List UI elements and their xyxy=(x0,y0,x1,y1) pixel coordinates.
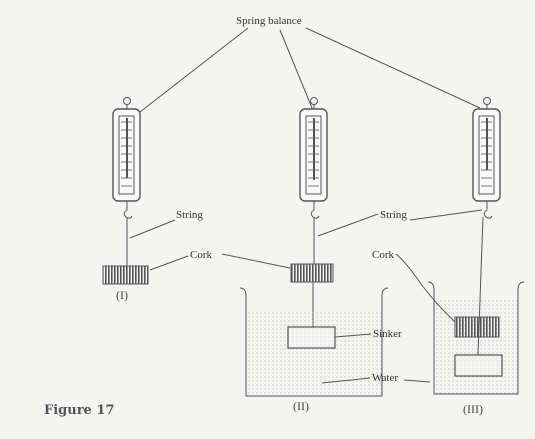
sinker-2 xyxy=(287,326,336,349)
beaker-3 xyxy=(427,281,525,395)
sinker-3 xyxy=(454,354,503,377)
figure-caption: Figure 17 xyxy=(44,403,114,418)
label-spring-balance: Spring balance xyxy=(236,15,302,27)
label-setup-3: (III) xyxy=(463,402,483,416)
spring-balance-leaders xyxy=(139,27,481,113)
label-string-1: String xyxy=(176,209,203,221)
cork-3 xyxy=(454,316,500,338)
setup-1: (I) xyxy=(102,97,149,302)
beaker-2 xyxy=(239,287,389,397)
label-cork-2: Cork xyxy=(372,249,395,261)
spring-balance-3 xyxy=(472,97,501,219)
label-setup-2: (II) xyxy=(293,399,309,413)
spring-balance-1 xyxy=(112,97,141,219)
label-sinker: Sinker xyxy=(373,328,402,340)
spring-balance-2 xyxy=(299,97,328,219)
cork-2 xyxy=(290,263,334,283)
setup-2: (II) xyxy=(239,97,389,413)
label-cork-1: Cork xyxy=(190,249,213,261)
setup-3: (III) xyxy=(427,97,525,416)
cork-1 xyxy=(102,265,149,285)
label-water: Water xyxy=(372,372,398,384)
label-string-2: String xyxy=(380,209,407,221)
label-setup-1: (I) xyxy=(116,288,128,302)
